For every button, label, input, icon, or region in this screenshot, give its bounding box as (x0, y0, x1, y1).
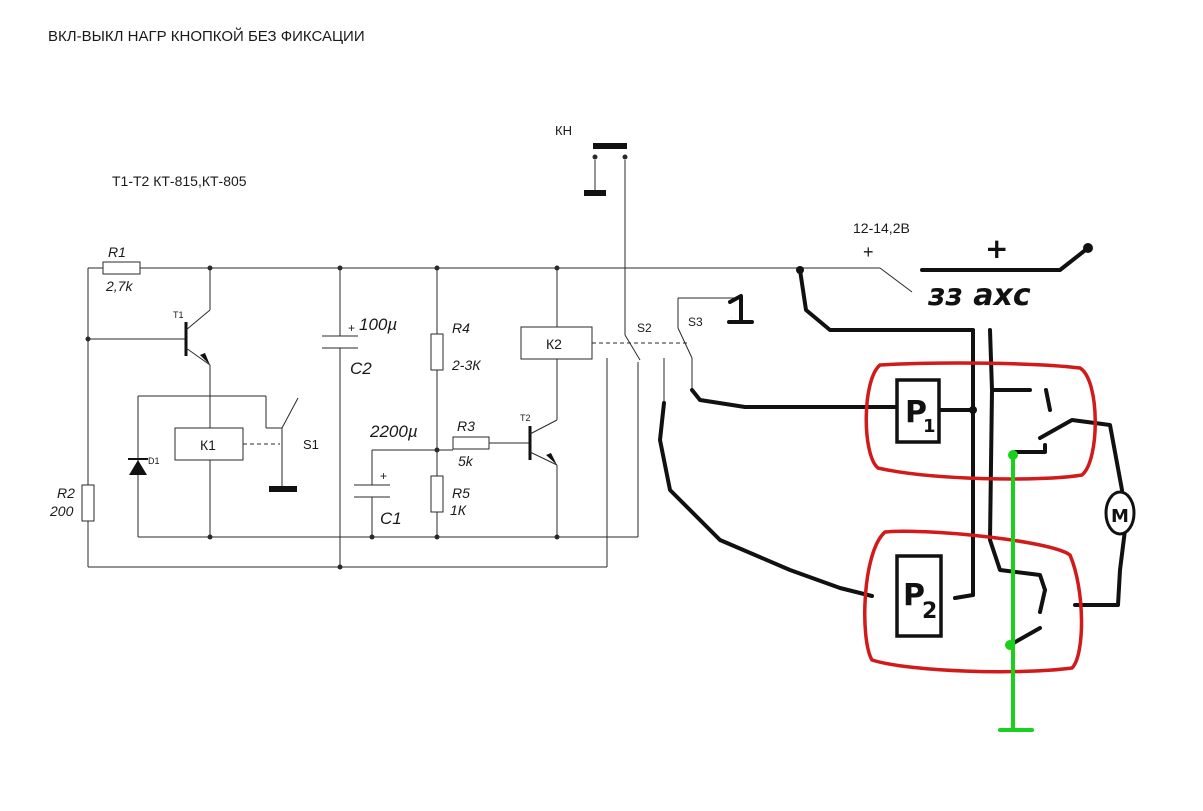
r4-label: R4 (452, 320, 470, 336)
diode-d1: D1 (128, 456, 160, 475)
diagram-title: ВКЛ-ВЫКЛ НАГР КНОПКОЙ БЕЗ ФИКСАЦИИ (48, 27, 365, 45)
relay-p1-outline (864, 361, 1097, 481)
r1-label: R1 (108, 244, 126, 260)
transistor-t1: T1 (173, 309, 211, 366)
capacitor-c2: + 100µ C2 (322, 315, 397, 378)
r3-label: R3 (457, 418, 475, 434)
r4-value: 2-3К (451, 357, 481, 373)
c2-value: 100µ (359, 315, 397, 334)
k2-label: К2 (546, 336, 562, 352)
switch-s1: S1 (269, 437, 319, 492)
p2-subscript: 2 (922, 599, 937, 624)
hand-plus: + (985, 232, 1008, 265)
supply-plus: + (863, 242, 874, 262)
resistor-r1: R1 2,7k (102, 244, 141, 294)
r5-label: R5 (452, 485, 470, 501)
pushbutton-kn: КН (555, 123, 627, 196)
supply-voltage: 12-14,2В (853, 220, 910, 236)
c2-label: C2 (350, 359, 372, 378)
relay-k1: К1 (174, 427, 244, 461)
c1-plus: + (380, 469, 387, 483)
r1-value: 2,7k (105, 278, 133, 294)
p1-subscript: 1 (923, 416, 936, 437)
relay-p2: P 2 (895, 554, 943, 638)
resistor-r2: R2 200 (49, 484, 95, 522)
relay-p1: P 1 (895, 378, 941, 444)
motor-label: M (1111, 506, 1129, 527)
r2-value: 200 (49, 503, 74, 519)
p2-letter: P (903, 578, 925, 613)
r5-value: 1К (450, 502, 467, 518)
motor-icon: M (1104, 490, 1136, 536)
p1-letter: P (905, 395, 927, 430)
capacitor-c1: + 2200µ C1 (354, 422, 418, 528)
d1-label: D1 (148, 456, 160, 466)
c1-label: C1 (380, 509, 402, 528)
resistor-r5: R5 1К (430, 475, 470, 518)
relay-p2-outline (863, 529, 1084, 674)
hand-drawn-wiring (658, 243, 1127, 647)
t2-label: T2 (520, 413, 531, 423)
wiring (87, 160, 800, 568)
kn-label: КН (555, 123, 572, 138)
junction-dots (85, 154, 628, 570)
c1-value: 2200µ (369, 422, 418, 441)
r3-value: 5k (458, 453, 474, 469)
ignition-label: зз ахс (927, 278, 1031, 313)
s1-label: S1 (303, 437, 319, 452)
k1-label: К1 (200, 437, 216, 453)
resistor-r4: R4 2-3К (430, 320, 481, 373)
r2-label: R2 (57, 485, 75, 501)
ground-wire (998, 450, 1034, 732)
resistor-r3: R3 5k (452, 418, 490, 469)
transistor-t2: T2 (520, 413, 558, 466)
relay-k2: К2 (520, 326, 593, 360)
c2-plus: + (348, 321, 355, 335)
s2-label: S2 (637, 321, 652, 335)
s3-label: S3 (688, 315, 703, 329)
hand-one: 1 (731, 317, 732, 319)
transistor-note: T1-T2 КТ-815,КТ-805 (112, 173, 247, 189)
t1-label: T1 (173, 310, 184, 320)
